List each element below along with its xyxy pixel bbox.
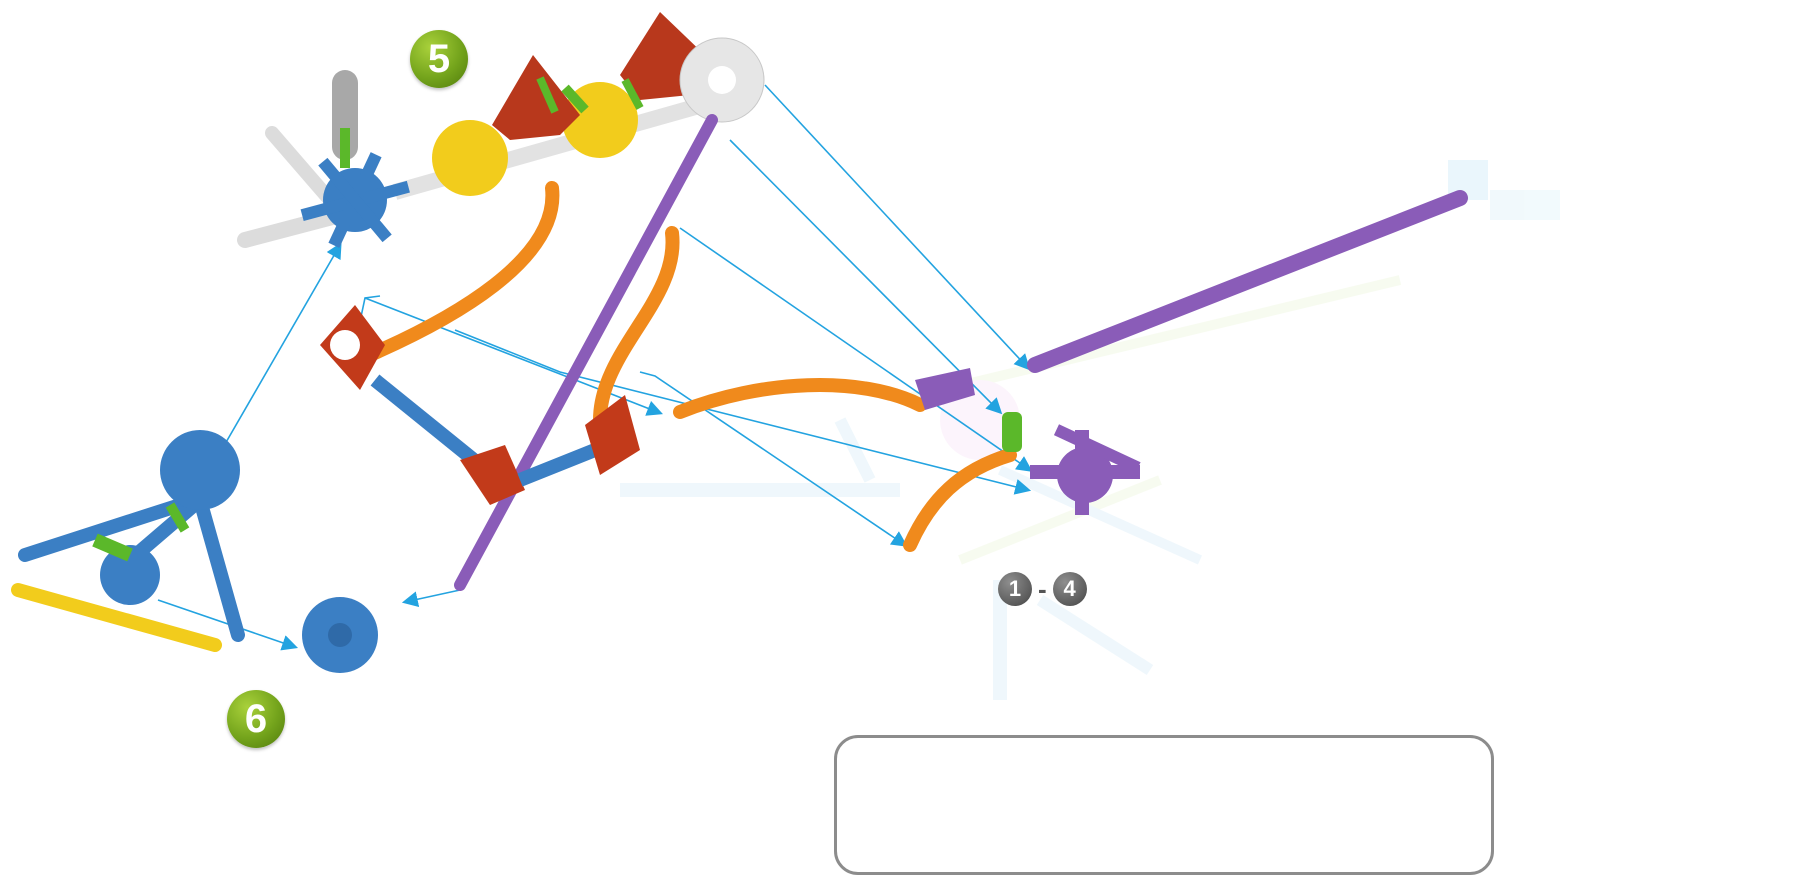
step-badge-5: 5 <box>410 30 468 88</box>
range-separator: - <box>1038 574 1047 605</box>
previous-steps-range: 1 - 4 <box>998 572 1087 606</box>
step-badge-6: 6 <box>227 690 285 748</box>
purple-rod-diagonal <box>460 120 712 585</box>
range-end-badge: 4 <box>1053 572 1087 606</box>
range-start-badge: 1 <box>998 572 1032 606</box>
step5-top-assembly <box>245 12 764 248</box>
faded-previous-assembly <box>620 160 1560 700</box>
bottom-info-panel <box>834 735 1494 875</box>
assembly-arrows <box>158 85 1030 647</box>
step6-assembly <box>18 430 378 673</box>
